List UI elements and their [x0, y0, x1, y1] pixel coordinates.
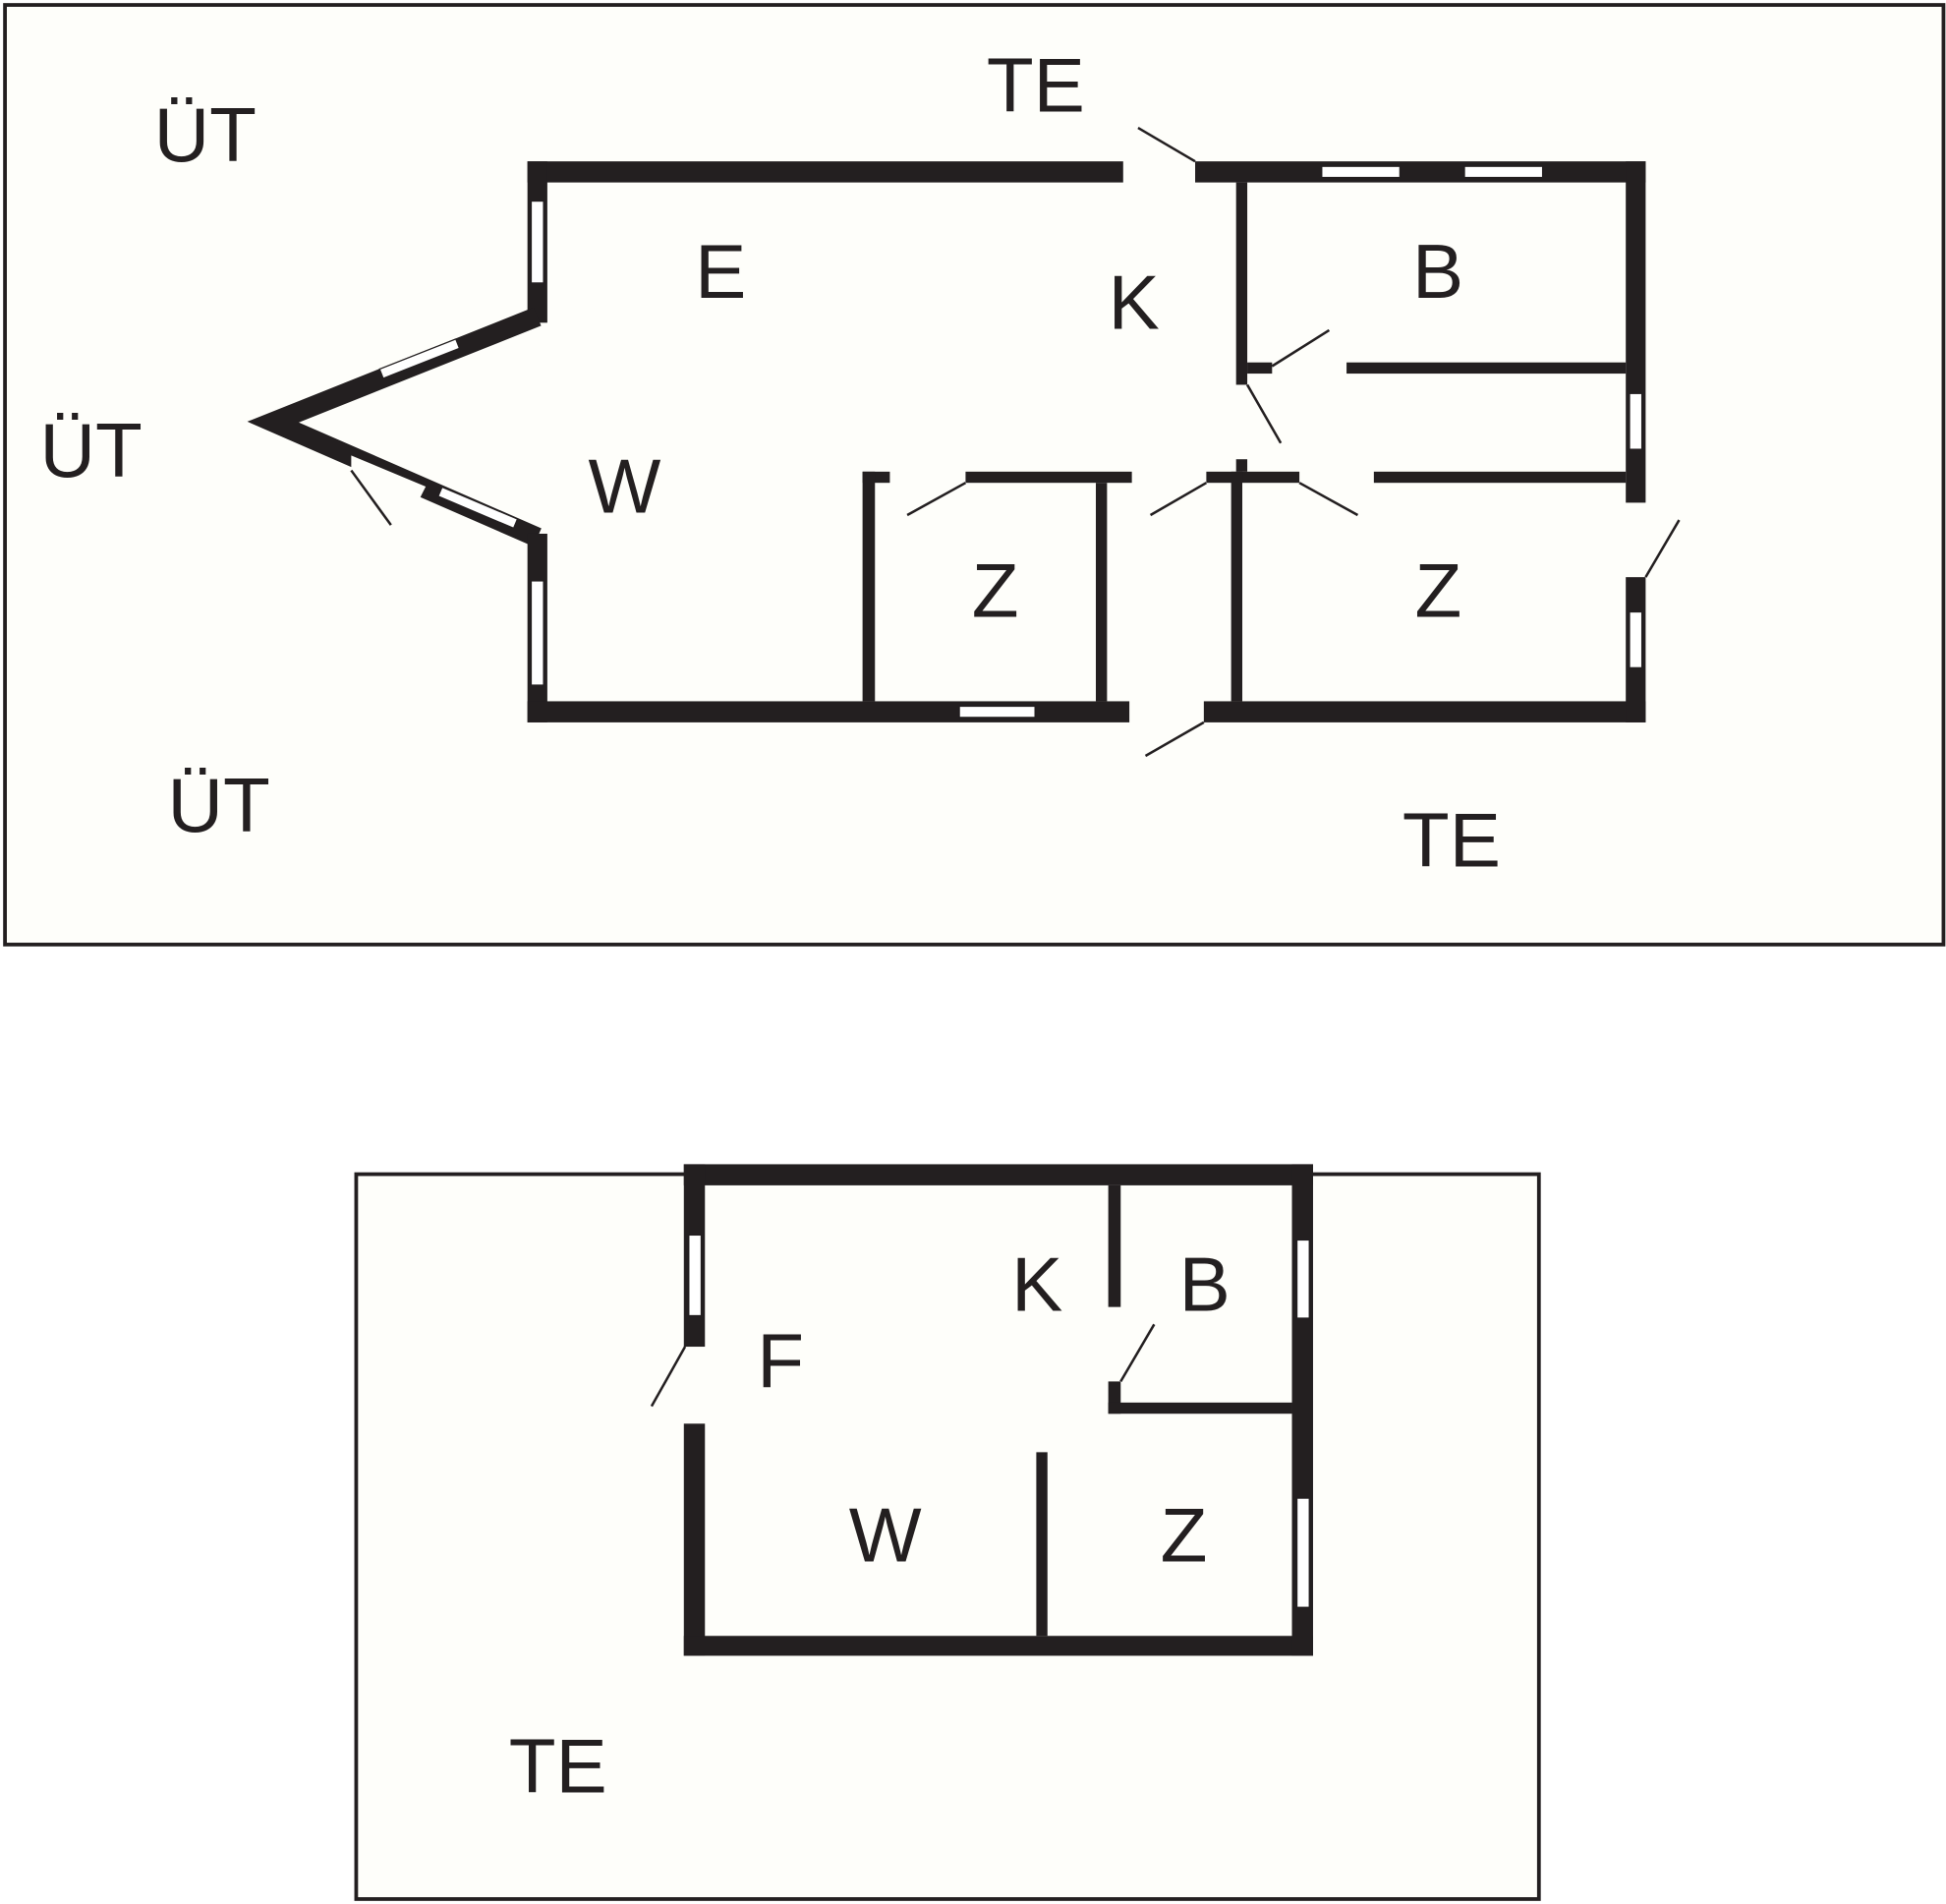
room-label-k: K [1109, 260, 1160, 346]
outside-label-terrace-lower: TE [509, 1722, 607, 1809]
upper-door-swings [350, 126, 1681, 758]
room-label-k-lower: K [1011, 1240, 1062, 1327]
upper-windows [351, 165, 1643, 719]
room-label-b: B [1412, 228, 1463, 315]
outside-label-terrace-top: TE [987, 42, 1085, 129]
room-label-w: W [589, 442, 661, 529]
lower-floor-plan: K B F W Z TE [354, 1164, 1541, 1901]
room-label-e: E [695, 228, 746, 315]
outside-label-terrace-bottom: TE [1402, 796, 1501, 883]
lower-windows [688, 1234, 1310, 1608]
outside-label-bottom-left: ÜT [168, 762, 270, 848]
room-label-w-lower: W [849, 1491, 922, 1578]
outside-label-left: ÜT [39, 407, 142, 493]
room-label-b-lower: B [1179, 1240, 1231, 1327]
room-label-z-lower: Z [1161, 1491, 1208, 1578]
lower-door-swings [650, 1323, 1156, 1408]
room-label-z2: Z [1415, 548, 1462, 634]
outside-label-top-left: ÜT [154, 91, 257, 178]
room-label-z1: Z [972, 548, 1019, 634]
upper-floor-plan: TE ÜT ÜT ÜT TE E K B W Z Z [3, 3, 1946, 947]
room-label-f-lower: F [757, 1318, 804, 1405]
